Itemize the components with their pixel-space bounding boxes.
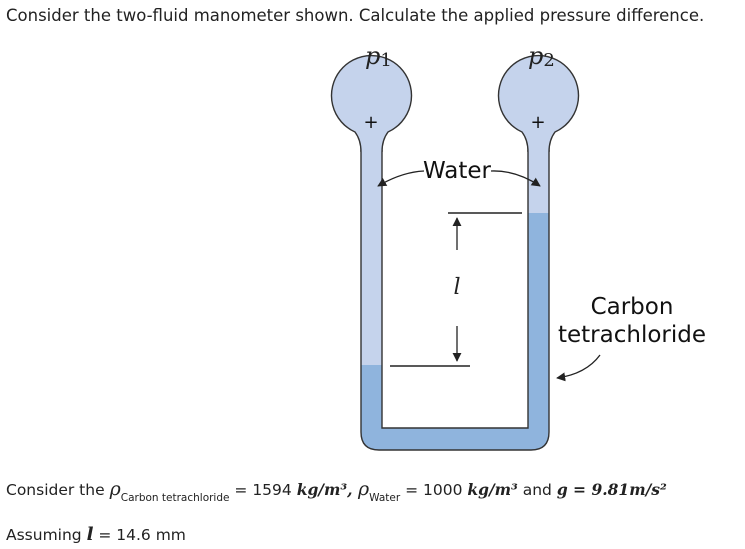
carbon-label-line2: tetrachloride <box>558 322 706 348</box>
carbon-tetrachloride-fluid <box>361 213 549 450</box>
p2-label: p2 <box>528 42 555 71</box>
p1-label: p1 <box>365 42 392 71</box>
left-bulb <box>330 54 413 153</box>
carbon-leader <box>556 354 601 382</box>
assumption-text: Assuming l = 14.6 mm <box>6 524 186 545</box>
carbon-label-line1: Carbon <box>591 294 674 320</box>
rho-water-subscript: Water <box>369 492 401 504</box>
plus-right: + <box>530 112 545 133</box>
u-tube-outline <box>360 150 550 451</box>
water-right-column <box>528 150 549 213</box>
right-bulb <box>497 54 580 153</box>
rho-carbon-subscript: Carbon tetrachloride <box>120 492 230 504</box>
given-values: Consider the ρCarbon tetrachloride = 159… <box>6 478 667 504</box>
plus-left: + <box>363 112 378 133</box>
water-label: Water <box>423 158 492 184</box>
question-text: Consider the two-fluid manometer shown. … <box>6 6 705 25</box>
water-left-leader <box>377 170 425 187</box>
manometer-diagram: + + p1 p2 Water l Carbon tetrachloride <box>330 42 706 451</box>
water-left-column <box>361 150 382 365</box>
l-label: l <box>453 275 460 300</box>
water-right-leader <box>490 170 541 187</box>
